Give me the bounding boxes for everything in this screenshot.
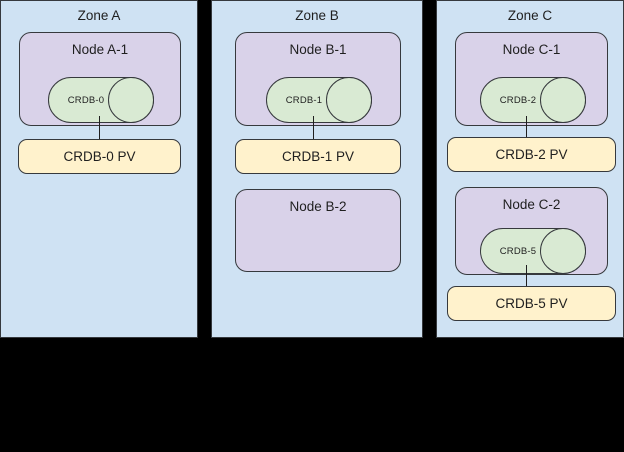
zone-title-a: Zone A: [77, 8, 121, 23]
volume-crdb-1-pv[interactable]: CRDB-1 PV: [235, 139, 401, 174]
node-title-a-1: Node A-1: [71, 42, 129, 57]
database-label-crdb-2: CRDB-2: [499, 94, 537, 106]
database-label-crdb-0: CRDB-0: [67, 94, 105, 106]
volume-label-crdb-2-pv: CRDB-2 PV: [495, 146, 568, 162]
zone-title-b: Zone B: [295, 8, 339, 23]
zone-container-b[interactable]: Zone B Node B-1 CRDB-1 CRDB-1 PV Node B-…: [211, 0, 423, 338]
node-title-c-2: Node C-2: [502, 197, 561, 212]
connector-node-b-1-to-crdb-1-pv: [313, 116, 314, 140]
node-container-c-1[interactable]: Node C-1 CRDB-2: [455, 32, 608, 126]
zone-container-c[interactable]: Zone C Node C-1 CRDB-2 CRDB-2 PV Node C-…: [436, 0, 624, 338]
volume-crdb-5-pv[interactable]: CRDB-5 PV: [447, 286, 616, 321]
volume-crdb-2-pv[interactable]: CRDB-2 PV: [447, 137, 616, 172]
database-cylinder-crdb-0[interactable]: CRDB-0: [48, 77, 154, 123]
database-cylinder-crdb-1[interactable]: CRDB-1: [266, 77, 372, 123]
connector-node-c-2-to-crdb-5-pv: [526, 265, 527, 287]
volume-label-crdb-5-pv: CRDB-5 PV: [495, 295, 568, 311]
connector-node-a-1-to-crdb-0-pv: [99, 116, 100, 140]
node-container-b-2[interactable]: Node B-2: [235, 189, 401, 272]
volume-label-crdb-0-pv: CRDB-0 PV: [63, 148, 136, 164]
volume-crdb-0-pv[interactable]: CRDB-0 PV: [18, 139, 181, 174]
node-container-a-1[interactable]: Node A-1 CRDB-0: [19, 32, 181, 126]
volume-label-crdb-1-pv: CRDB-1 PV: [281, 148, 354, 164]
zone-container-a[interactable]: Zone A Node A-1 CRDB-0 CRDB-0 PV: [0, 0, 198, 338]
database-cylinder-crdb-5[interactable]: CRDB-5: [480, 228, 586, 274]
database-cylinder-crdb-2[interactable]: CRDB-2: [480, 77, 586, 123]
zone-title-c: Zone C: [507, 8, 553, 23]
database-label-crdb-1: CRDB-1: [285, 94, 323, 106]
node-title-c-1: Node C-1: [502, 42, 561, 57]
node-title-b-1: Node B-1: [289, 42, 347, 57]
node-container-c-2[interactable]: Node C-2 CRDB-5: [455, 187, 608, 275]
node-title-b-2: Node B-2: [289, 199, 347, 214]
connector-node-c-1-to-crdb-2-pv: [526, 116, 527, 138]
database-label-crdb-5: CRDB-5: [499, 245, 537, 257]
node-container-b-1[interactable]: Node B-1 CRDB-1: [235, 32, 401, 126]
